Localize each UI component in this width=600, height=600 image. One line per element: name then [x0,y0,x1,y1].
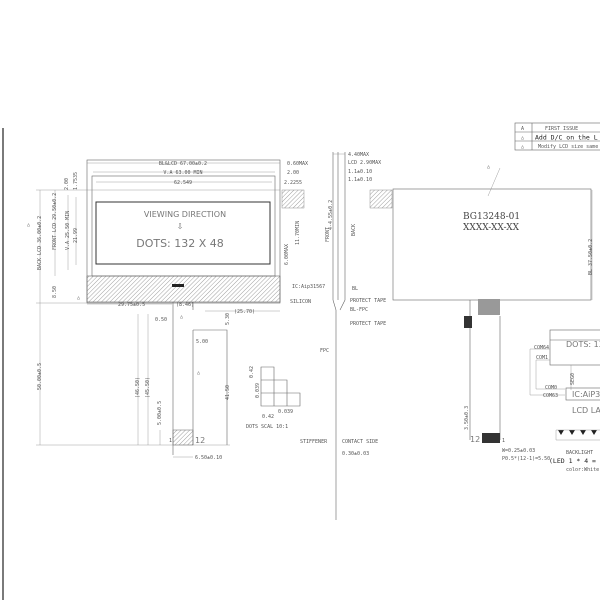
viewing-direction: VIEWING DIRECTION [144,210,226,219]
side-view-front: FRONT [325,227,331,242]
front-view-dots-scale-d2: 0.039 [255,383,261,398]
dim-bottom-a: 8.50 [52,286,58,298]
front-view-dots-scale-d3: 0.039 [278,409,293,415]
back-view-tail-len: 3.50±0.3 [464,406,470,430]
dim-tail-width: 6.50±0.10 [195,455,222,461]
dim-va-h: V.A 25.50 MIN [65,211,71,250]
side-view-h: 4-4.55±0.2 [328,200,334,230]
dim-h-11: 11.70MIN [295,221,301,245]
side-view-ic: IC:Aip31567 [292,284,325,290]
front-view-dots-scale-label: DOTS SCAL 10:1 [246,424,288,430]
date-code: XXXX-XX-XX [463,223,520,233]
revision-triangle-icon: △ [487,164,490,170]
lcd-layout-seg: SEG0 [570,373,576,385]
revision-table-0-desc: FIRST ISSUE [545,126,578,132]
back-view-pin-1: 1 [502,438,505,444]
lcd-layout-title: LCD LAY [572,406,600,415]
dim-gap-500: 5.00 [196,339,208,345]
dim-h-6: 6.00MAX [284,244,290,265]
pin-12-label: 12 [195,436,205,445]
dim-fpc-d: 5.00±0.5 [157,401,163,425]
dim-fpc-offset: (8.46) [176,302,194,308]
back-view-height: BL 37.50±0.2 [588,239,594,275]
side-view-thickness: 0.30±0.03 [342,451,369,457]
revision-triangle-icon: △ [197,370,200,376]
side-view-bl-fpc: BL-FPC [350,307,368,313]
dim-top-b: 1.7535 [73,172,79,190]
dim-fpc-total: 50.00±0.5 [37,363,43,390]
side-view-silicon: SILICON [290,299,311,305]
back-view-pitch-w: W=0.25±0.03 [502,448,535,454]
side-view-lcd: LCD 2.90MAX [348,160,381,166]
back-view-pitch: P0.5*(12-1)=5.50 [502,456,550,462]
side-view: 4.40MAX LCD 2.90MAX 1.1±0.10 1.1±0.10 FR… [290,152,386,520]
revision-triangle-icon: △ [27,222,30,228]
revision-table-2-rev: △ [521,144,524,150]
dim-right-2: 2.00 [287,170,299,176]
side-view-back: BACK [351,224,357,236]
dim-va-width: V.A 63.00 MIN [163,170,202,176]
front-view-dots-scale-d1: 0.42 [249,366,255,378]
side-view-t2: 1.1±0.10 [348,177,372,183]
side-view-protect-tape-1: PROTECT TAPE [350,298,386,304]
dim-aa-h: 21.99 [73,228,79,243]
dots-scale-detail: 0.42 0.039 0.039 0.42 DOTS SCAL 10:1 [246,366,301,430]
lcd-layout: DOTS: 132 COM64 COM1 COM0 COM63 SEG0 IC:… [529,329,600,473]
dim-gap-530: 5.30 [225,313,231,325]
dim-max-right: 0.60MAX [287,161,308,167]
side-view-bl: BL [352,286,358,292]
dim-fpc-a: (46.50) [135,377,141,398]
side-view-fpc: FPC [320,348,329,354]
lcd-layout-com63: COM63 [543,393,558,399]
arrow-down-icon: ⇩ [177,222,184,231]
lcd-layout-ic: IC:AiP31 [572,390,600,399]
side-view-max: 4.40MAX [348,152,369,158]
dots-resolution: DOTS: 132 X 48 [136,237,224,250]
revision-table-0-rev: A [521,126,524,132]
front-view: VIEWING DIRECTION ⇩ DOTS: 132 X 48 BL&LC… [27,159,308,461]
part-number: BG13248-01 [463,212,520,222]
lcd-layout-backlight: BACKLIGHT [566,450,593,456]
dim-front-lcd-h: FRONT LCD 29.50±0.2 [52,193,58,250]
dim-top-a: 2.00 [64,178,70,190]
revision-triangle-icon: △ [180,314,183,320]
side-view-t1: 1.1±0.10 [348,169,372,175]
lcd-layout-com1: COM1 [536,355,548,361]
lcd-layout-com0: COM0 [545,385,557,391]
pin-1-label: 1 [169,438,172,444]
dim-right-offset: (25.70) [234,309,255,315]
led-note: (LED 1 * 4 = [549,457,596,465]
front-view-dots-scale-d4: 0.42 [262,414,274,420]
revision-table: A FIRST ISSUE △ Add D/C on the L △ Modif… [514,122,600,151]
dim-fpc-b: (45.50) [145,377,151,398]
dim-fpc-c: 41.50 [225,385,231,400]
dim-gap-050: 0.50 [155,317,167,323]
dim-back-lcd-h: BACK LCD 36.00±0.2 [37,216,43,270]
revision-table-1-rev: △ [521,135,524,141]
led-diode-icons [555,429,600,441]
dim-ic-offset: 29.75±0.5 [118,302,145,308]
dim-right-22: 2.2255 [284,180,302,186]
side-view-protect-tape-2: PROTECT TAPE [350,321,386,327]
revision-table-desc-2: Add D/C on the L [535,134,598,142]
side-view-stiffener: STIFFENER [300,439,328,445]
lcd-layout-com64: COM64 [534,345,549,351]
side-view-contact-side: CONTACT SIDE [342,439,378,445]
back-view: BG13248-01 XXXX-XX-XX △ BL 37.50±0.2 12 … [369,164,594,462]
dim-aa-width: 62.549 [174,180,192,186]
lcd-layout-dots: DOTS: 132 [566,340,600,349]
lcd-layout-color: color:White( [566,467,600,473]
revision-table-2-desc: Modify LCD size same [538,144,598,150]
back-view-pin-12: 12 [470,435,480,444]
dim-bl-lcd-width: BL&LCD 67.00±0.2 [159,161,207,167]
revision-triangle-icon: △ [77,295,80,301]
